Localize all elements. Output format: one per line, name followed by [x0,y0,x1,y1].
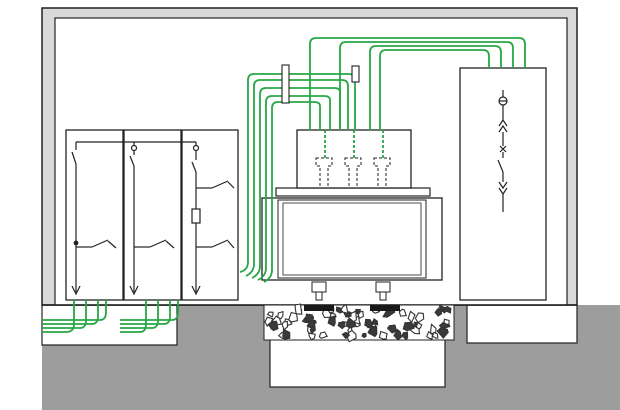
gravel-stone [337,321,346,330]
gravel-stone [361,332,367,339]
gravel-stone [430,323,437,335]
transformer-cover [275,187,431,197]
cable-clamp-2 [351,65,360,83]
transformer-feet [304,281,400,311]
gravel-stone [393,328,403,341]
transformer [261,129,443,311]
gravel-stone [318,331,329,339]
gravel-stone [294,303,303,315]
transformer-terminal-box [296,129,412,189]
gravel-stone [431,331,439,339]
gravel-stone [415,321,423,330]
gravel-stone [367,325,378,338]
switchgear-panel-3 [181,129,239,301]
cable-trench-right [466,304,578,344]
bushings [315,157,391,189]
gravel-stone [267,320,279,332]
gravel-bed [263,303,455,343]
gravel-stone [436,326,449,339]
gravel-stone [266,311,274,318]
switchgear [65,129,239,301]
gravel-stone [407,310,416,324]
gravel-stone [309,326,316,335]
gravel-stone [378,330,388,340]
gravel-stone [402,321,415,332]
gravel-stone [443,318,450,326]
gravel-stone [341,331,350,340]
gravel-stone [442,305,452,314]
gravel-stone [288,311,299,323]
gravel-stone [386,324,398,334]
gravel-stone [340,303,349,315]
gravel-stone [434,308,443,317]
lv-panel [459,67,547,301]
cables [42,37,526,333]
switchgear-panel-2 [123,129,182,301]
gravel-stone [364,318,374,328]
gravel-stone [307,332,316,341]
gravel-stone [277,310,284,320]
gravel-stone [401,331,409,341]
gravel-stone [327,315,336,327]
gravel-stone [264,316,274,327]
switchgear-panel-1 [65,129,124,301]
cable-clamp-1 [281,64,290,104]
gravel-stone [282,328,291,340]
gravel-stone [281,320,289,331]
gravel-stone [414,312,425,324]
gravel-stone [398,308,408,317]
